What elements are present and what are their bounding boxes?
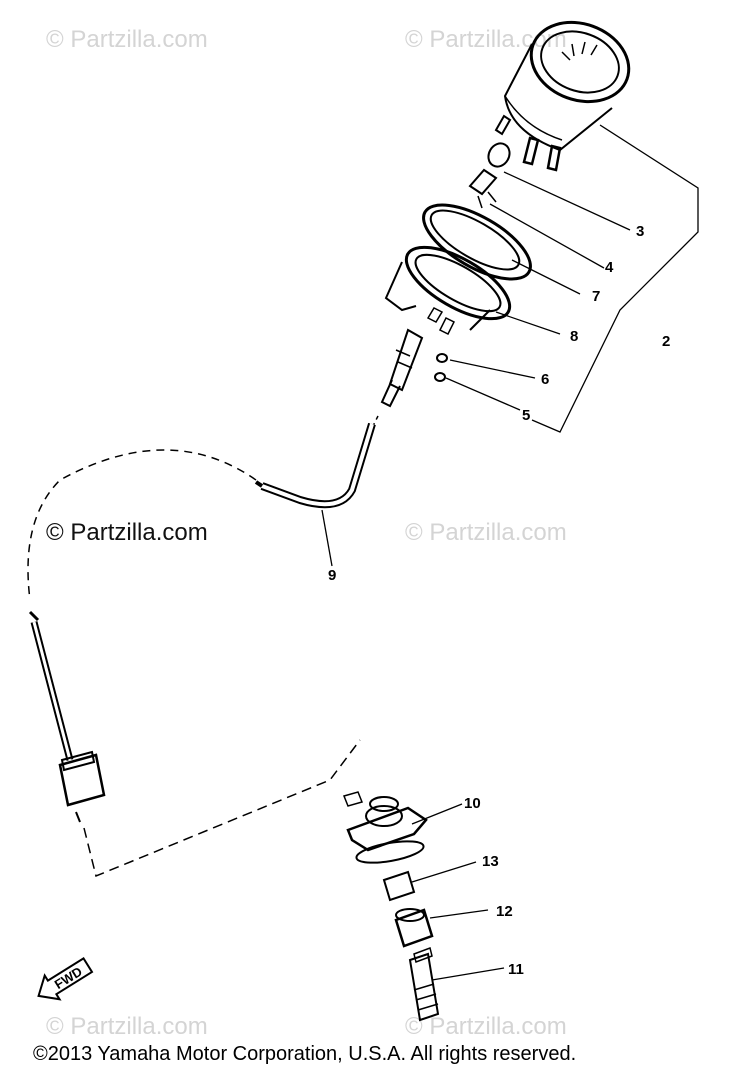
speedometer-cable-9: [27, 422, 376, 878]
copyright-notice: ©2013 Yamaha Motor Corporation, U.S.A. A…: [33, 1043, 577, 1065]
watermark-mid-left: © Partzilla.com: [46, 519, 208, 546]
callout-2: 2: [662, 333, 670, 350]
callout-5: 5: [522, 407, 530, 424]
callout-13: 13: [482, 853, 499, 870]
forward-arrow-icon: FWD: [37, 956, 94, 1001]
callout-8: 8: [570, 328, 578, 345]
callout-10: 10: [464, 795, 481, 812]
gear-unit: [342, 791, 440, 1022]
callout-labels: 3 4 7 2 8 6 5 9 10 13 12 11: [328, 223, 670, 978]
watermark-bottom-left: © Partzilla.com: [46, 1013, 208, 1040]
callout-3: 3: [636, 223, 644, 240]
callout-6: 6: [541, 371, 549, 388]
cable-connector: [380, 328, 448, 408]
housing-8: [384, 245, 512, 336]
callout-4: 4: [605, 259, 614, 276]
gasket-7: [422, 203, 532, 281]
callout-12: 12: [496, 903, 513, 920]
watermark-top-left: © Partzilla.com: [46, 26, 208, 53]
callout-9: 9: [328, 567, 336, 584]
watermark-mid-right: © Partzilla.com: [405, 519, 567, 546]
watermark-top-mid: © Partzilla.com: [405, 26, 567, 53]
callout-7: 7: [592, 288, 600, 305]
watermark-bottom-mid: © Partzilla.com: [405, 1013, 567, 1040]
callout-11: 11: [508, 961, 524, 978]
leader-lines: [321, 124, 699, 981]
meter-assembly: [468, 20, 631, 209]
